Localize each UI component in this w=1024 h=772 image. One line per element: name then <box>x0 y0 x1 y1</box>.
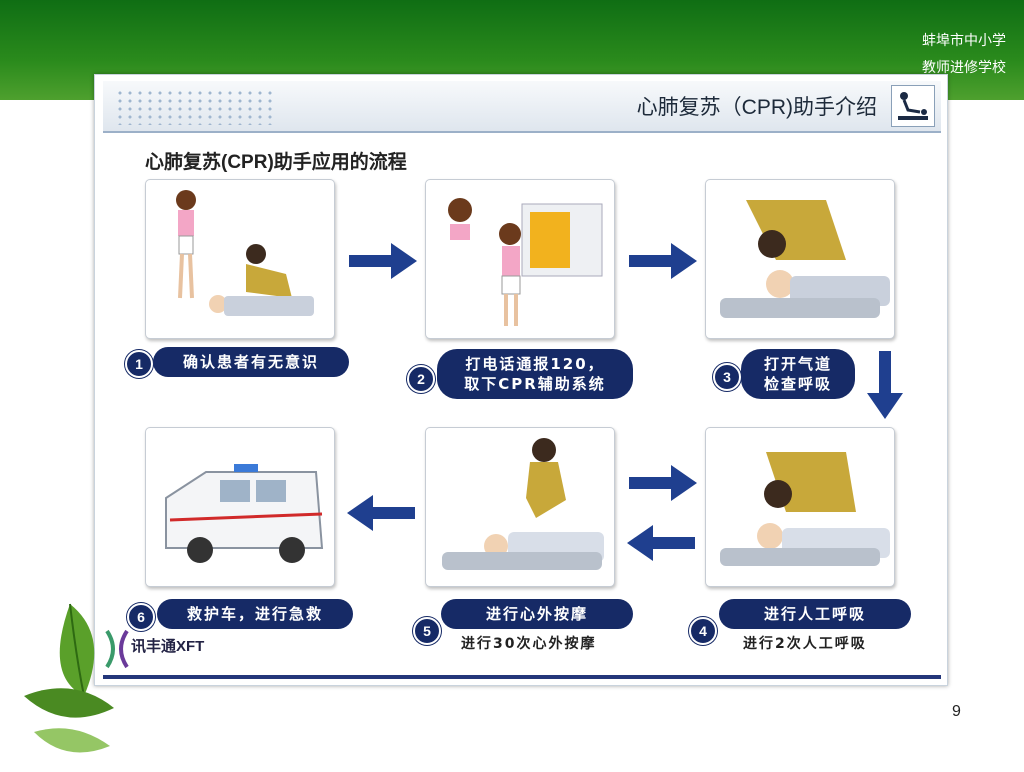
step6-label: 救护车，进行急救 <box>157 599 353 629</box>
step1-number: 1 <box>125 350 153 378</box>
step1-label: 确认患者有无意识 <box>153 347 349 377</box>
arrow-right-3 <box>625 461 699 505</box>
step4-label: 进行人工呼吸 <box>719 599 911 629</box>
header-title: 心肺复苏（CPR)助手介绍 <box>636 96 877 119</box>
step3-label-line1: 打开气道 <box>763 355 832 373</box>
brand-name: 讯丰通XFT <box>131 638 205 655</box>
step5-illustration <box>425 427 615 587</box>
school-name-line2: 教师进修学校 <box>922 60 1006 76</box>
step5-number: 5 <box>413 617 441 645</box>
cpr-person-icon <box>891 85 935 127</box>
school-name-line1: 蚌埠市中小学 <box>922 33 1006 49</box>
school-name: 蚌埠市中小学 教师进修学校 <box>922 28 1006 82</box>
arrow-left-2 <box>345 491 419 535</box>
step4-number: 4 <box>689 617 717 645</box>
step2-label: 打电话通报120， 取下CPR辅助系统 <box>437 349 633 399</box>
arrow-right-2 <box>625 239 699 283</box>
step1-illustration <box>145 179 335 339</box>
leaves-decoration <box>14 596 134 768</box>
arrow-right-1 <box>345 239 419 283</box>
slide-header: 心肺复苏（CPR)助手介绍 <box>103 81 941 133</box>
flow-subtitle: 心肺复苏(CPR)助手应用的流程 <box>145 152 407 173</box>
step6-illustration <box>145 427 335 587</box>
slide-image: 心肺复苏（CPR)助手介绍 心肺复苏(CPR)助手应用的流程 <box>94 74 948 686</box>
step3-number: 3 <box>713 363 741 391</box>
step4-note: 进行2次人工呼吸 <box>743 636 867 652</box>
step2-label-line2: 取下CPR辅助系统 <box>464 375 606 393</box>
arrow-down <box>863 347 907 421</box>
step2-label-line1: 打电话通报120， <box>465 355 605 373</box>
page-number: 9 <box>952 703 961 720</box>
step3-label: 打开气道 检查呼吸 <box>741 349 855 399</box>
step4-illustration <box>705 427 895 587</box>
step3-illustration <box>705 179 895 339</box>
step5-label: 进行心外按摩 <box>441 599 633 629</box>
arrow-left-1 <box>625 521 699 565</box>
dot-pattern <box>115 89 275 125</box>
xft-logo: 讯丰通XFT <box>105 627 235 671</box>
step3-label-line2: 检查呼吸 <box>763 375 832 393</box>
step6-number: 6 <box>127 603 155 631</box>
footer-line <box>103 675 941 679</box>
step2-illustration <box>425 179 615 339</box>
step5-note: 进行30次心外按摩 <box>461 636 597 652</box>
step2-number: 2 <box>407 365 435 393</box>
